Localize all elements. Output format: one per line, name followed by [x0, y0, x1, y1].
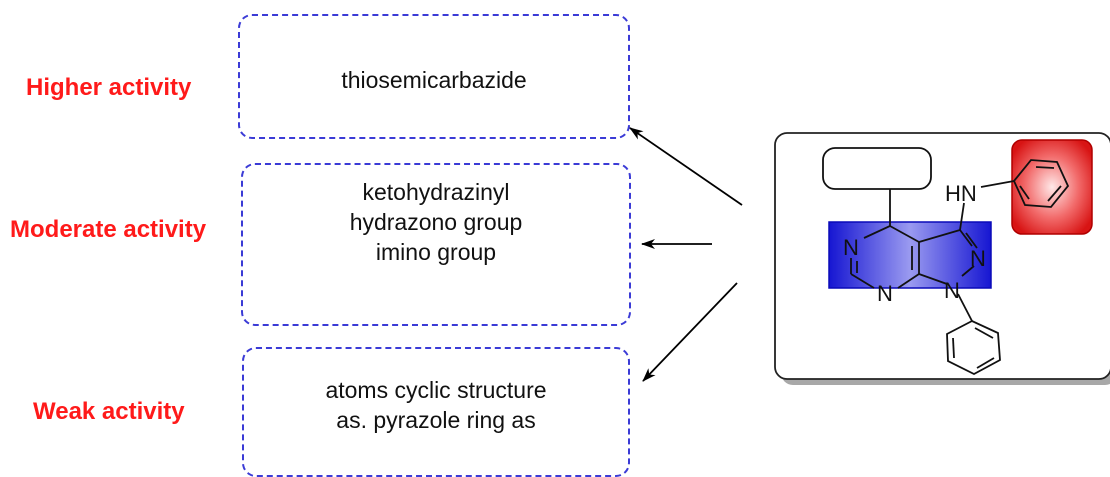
structure-svg: HN N N N N [629, 127, 1110, 385]
pyrazole-ring [918, 229, 978, 285]
lower-phenyl-ring [946, 319, 1001, 376]
bond [959, 202, 965, 231]
substituent-placeholder [822, 147, 932, 190]
atom-label-hn: HN [945, 181, 977, 206]
phenyl-highlight [1011, 139, 1093, 235]
bond [980, 180, 1015, 188]
moderate-activity-label: Moderate activity [10, 216, 207, 243]
box-line: as. pyrazole ring as [336, 407, 536, 433]
sar-diagram: Higher activity Moderate activity Weak a… [10, 14, 1110, 477]
bond [957, 293, 973, 322]
pyrimidine-ring [850, 225, 920, 289]
box-line: atoms cyclic structure [325, 377, 547, 403]
atom-label-n3: N [843, 235, 859, 260]
moderate-activity-box: ketohydrazinyl hydrazono group imino gro… [241, 163, 631, 326]
box-line: hydrazono group [349, 209, 523, 235]
box-line: ketohydrazinyl [362, 179, 510, 205]
upper-phenyl-ring [1012, 159, 1070, 208]
box-line: thiosemicarbazide [341, 67, 527, 93]
higher-activity-box: thiosemicarbazide [238, 14, 630, 139]
atom-label-n1-pyrazole: N [944, 278, 960, 303]
higher-activity-label: Higher activity [26, 74, 192, 101]
arrow-to-weak [642, 282, 738, 382]
atom-label-n2-pyrazole: N [970, 246, 986, 271]
box-line: imino group [375, 239, 497, 265]
atom-label-n1-pyrimidine: N [877, 281, 893, 306]
arrow-to-higher [629, 127, 743, 206]
weak-activity-label: Weak activity [33, 398, 185, 425]
